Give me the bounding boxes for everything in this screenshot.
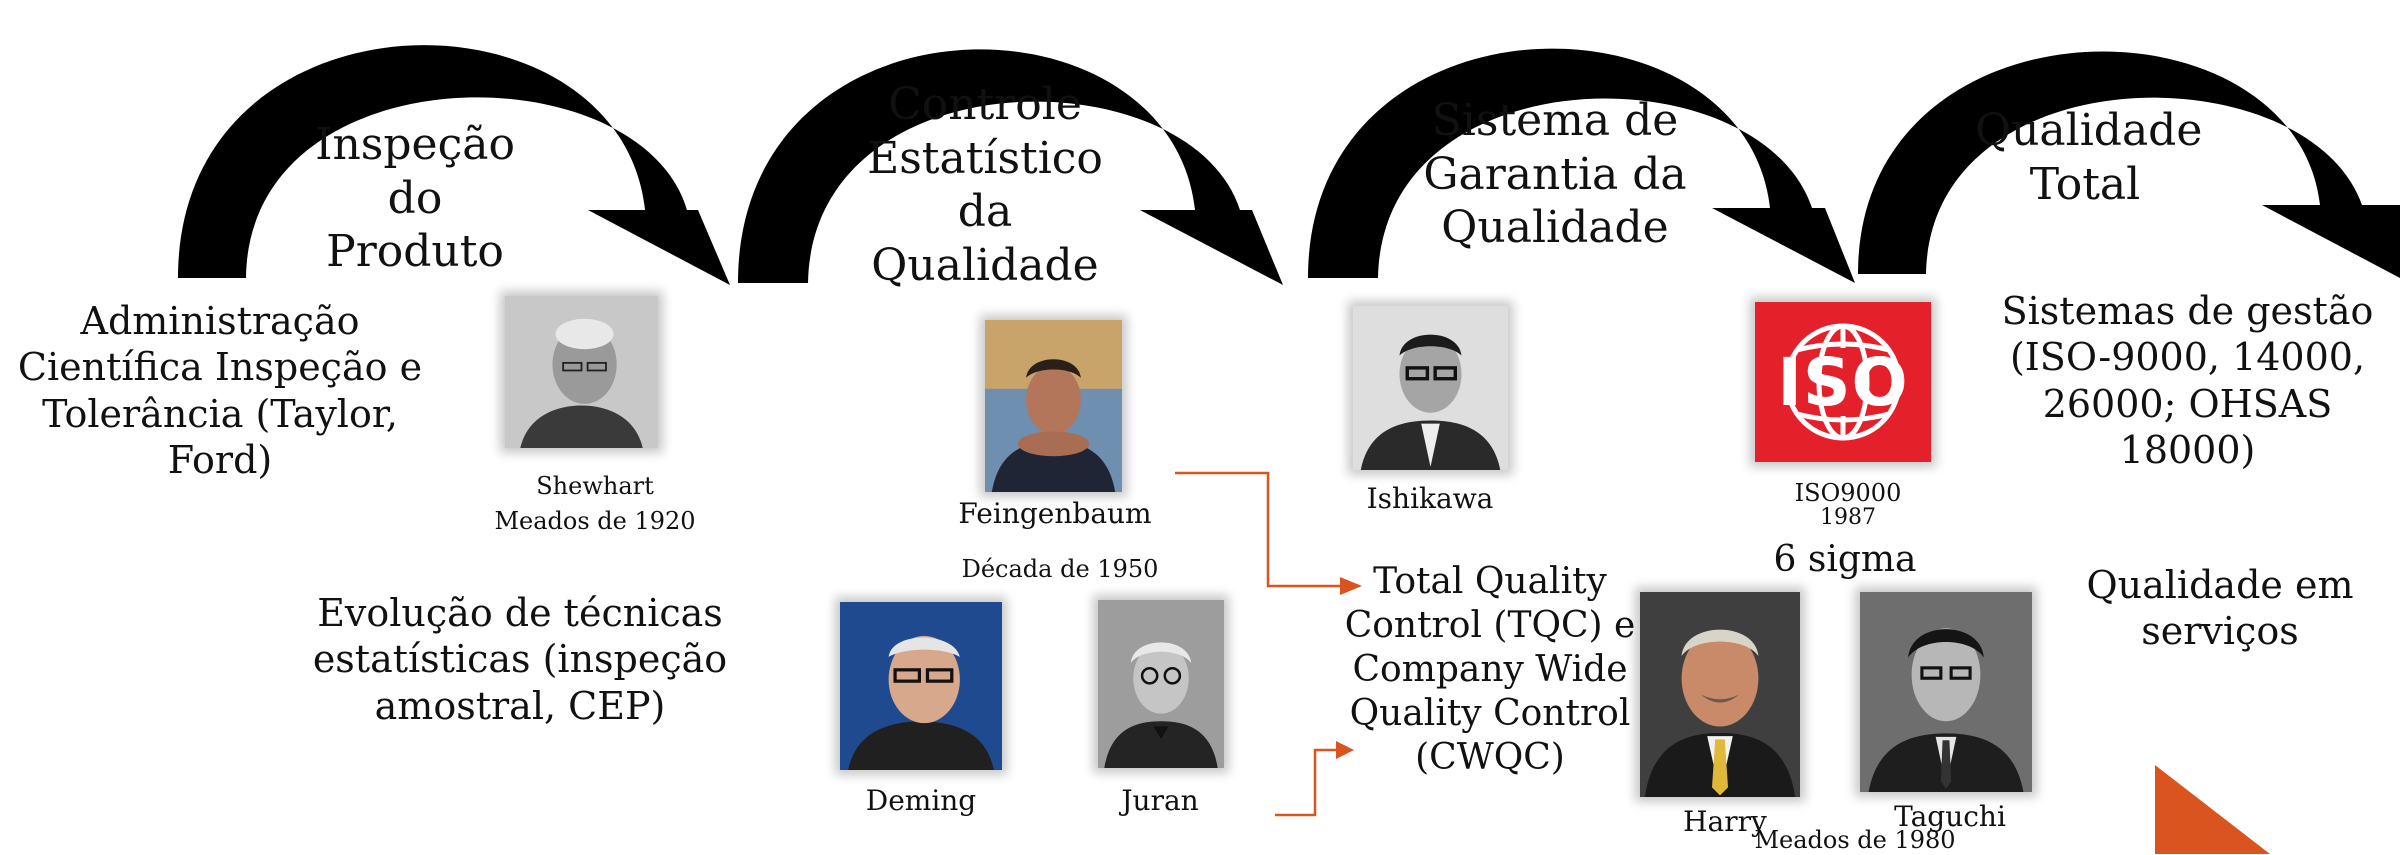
curved-arrow-4 xyxy=(1858,51,2400,278)
shewhart-date: Meados de 1920 xyxy=(494,507,696,535)
management-systems-text: Sistemas de gestão(ISO-9000, 14000,26000… xyxy=(2001,289,2374,473)
shewhart-name: Shewhart xyxy=(536,472,654,500)
taguchi-name: Taguchi xyxy=(1894,800,2006,833)
curved-arrow-3 xyxy=(1308,48,1855,283)
shewhart-photo xyxy=(505,296,658,448)
ishikawa-name: Ishikawa xyxy=(1366,482,1494,515)
connector-arrowhead-1 xyxy=(1340,577,1362,595)
six-sigma-label: 6 sigma xyxy=(1773,539,1917,580)
iso-logo: ISO xyxy=(1755,302,1931,462)
iso-logo-text: ISO xyxy=(1777,344,1909,421)
connector-arrowhead-2 xyxy=(1336,741,1354,759)
feigenbaum-date: Década de 1950 xyxy=(961,555,1159,583)
globe-icon xyxy=(1784,323,1902,441)
connectors xyxy=(1175,471,1340,817)
juran-name: Juran xyxy=(1121,784,1199,817)
feigenbaum-name: Feingenbaum xyxy=(958,497,1152,530)
connector-deming-juran xyxy=(1275,748,1340,817)
harry-name: Harry xyxy=(1683,805,1767,838)
iso-label: ISO9000 xyxy=(1794,479,1902,507)
connector-feigenbaum xyxy=(1175,471,1340,588)
juran-photo xyxy=(1098,600,1224,768)
deming-name: Deming xyxy=(865,784,977,817)
harry-photo xyxy=(1640,592,1800,797)
deming-photo xyxy=(840,602,1002,770)
curved-arrow-1 xyxy=(178,45,730,285)
ishikawa-photo xyxy=(1353,306,1508,470)
six-sigma-date: Meados de 1980 xyxy=(1754,826,1956,854)
corner-triangle xyxy=(2155,765,2270,854)
feigenbaum-photo xyxy=(985,320,1122,492)
curved-arrows xyxy=(178,45,2400,285)
taguchi-photo xyxy=(1860,592,2032,792)
curved-arrow-2 xyxy=(738,49,1283,285)
iso-year: 1987 xyxy=(1820,505,1876,530)
